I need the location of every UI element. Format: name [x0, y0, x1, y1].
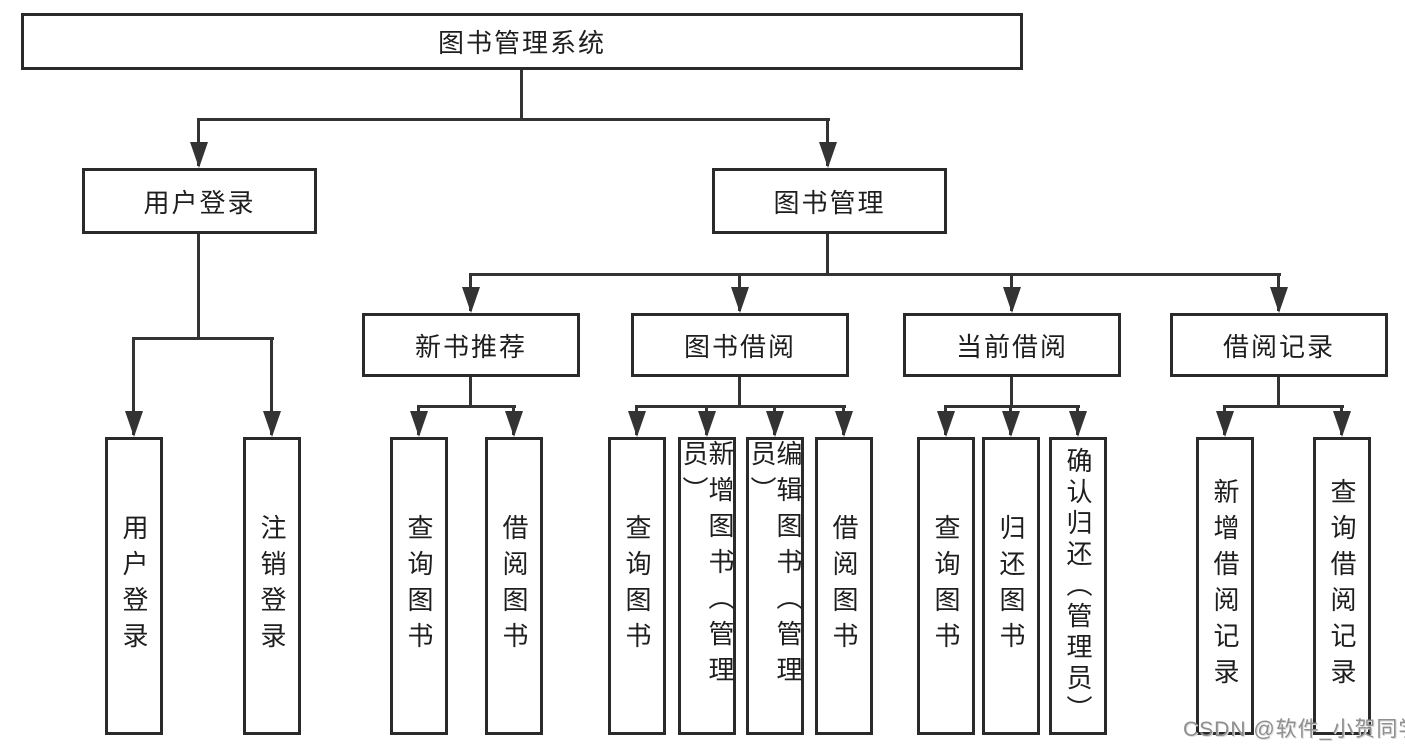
leaf-query-books: 查询图书: [917, 437, 975, 735]
arrow-down-icon: [1002, 411, 1020, 437]
connector-line: [1277, 377, 1280, 405]
connector-line: [417, 405, 516, 408]
leaf-query-books: 查询图书: [390, 437, 448, 735]
arrow-down-icon: [1216, 411, 1234, 437]
connector-line: [197, 233, 200, 337]
arrow-down-icon: [263, 411, 281, 437]
leaf-query-borrow-record: 查询借阅记录: [1313, 437, 1371, 735]
arrow-down-icon: [1333, 411, 1351, 437]
node-book-management: 图书管理: [712, 168, 947, 234]
csdn-watermark: CSDN @软件_小贺同学: [1183, 718, 1405, 741]
leaf-edit-books-admin: 编辑图书（管理员）: [746, 437, 804, 735]
arrow-down-icon: [1069, 411, 1087, 437]
arrow-down-icon: [835, 411, 853, 437]
leaf-user-login: 用户登录: [105, 437, 163, 735]
connector-line: [944, 405, 1080, 408]
connector-line: [469, 377, 472, 405]
connector-line: [197, 118, 830, 121]
connector-line: [635, 405, 846, 408]
connector-line: [520, 69, 523, 118]
arrow-down-icon: [462, 287, 480, 313]
connector-line: [738, 377, 741, 405]
arrow-down-icon: [731, 287, 749, 313]
leaf-borrow-books: 借阅图书: [815, 437, 873, 735]
leaf-borrow-books: 借阅图书: [485, 437, 543, 735]
connector-line: [469, 273, 1281, 276]
leaf-return-books: 归还图书: [982, 437, 1040, 735]
connector-line: [1010, 377, 1013, 405]
node-book-borrowing: 图书借阅: [631, 313, 849, 377]
leaf-confirm-return-admin: 确认归还（管理员）: [1049, 437, 1107, 735]
connector-line: [826, 233, 829, 273]
leaf-add-books-admin: 新增图书（管理员）: [678, 437, 736, 735]
leaf-add-borrow-record: 新增借阅记录: [1196, 437, 1254, 735]
connector-line: [1223, 405, 1344, 408]
node-borrowing-records: 借阅记录: [1170, 313, 1388, 377]
arrow-down-icon: [190, 142, 208, 168]
leaf-logout: 注销登录: [243, 437, 301, 735]
arrow-down-icon: [1003, 287, 1021, 313]
leaf-query-books: 查询图书: [608, 437, 666, 735]
arrow-down-icon: [819, 142, 837, 168]
connector-line: [132, 337, 135, 435]
arrow-down-icon: [937, 411, 955, 437]
node-library-system: 图书管理系统: [21, 13, 1023, 70]
arrow-down-icon: [766, 411, 784, 437]
connector-line: [133, 337, 274, 340]
node-new-book-recommendation: 新书推荐: [362, 313, 580, 377]
node-current-borrowing: 当前借阅: [903, 313, 1121, 377]
arrow-down-icon: [1270, 287, 1288, 313]
arrow-down-icon: [505, 411, 523, 437]
arrow-down-icon: [628, 411, 646, 437]
arrow-down-icon: [125, 411, 143, 437]
arrow-down-icon: [698, 411, 716, 437]
connector-line: [270, 337, 273, 435]
arrow-down-icon: [410, 411, 428, 437]
node-user-login: 用户登录: [82, 168, 317, 234]
